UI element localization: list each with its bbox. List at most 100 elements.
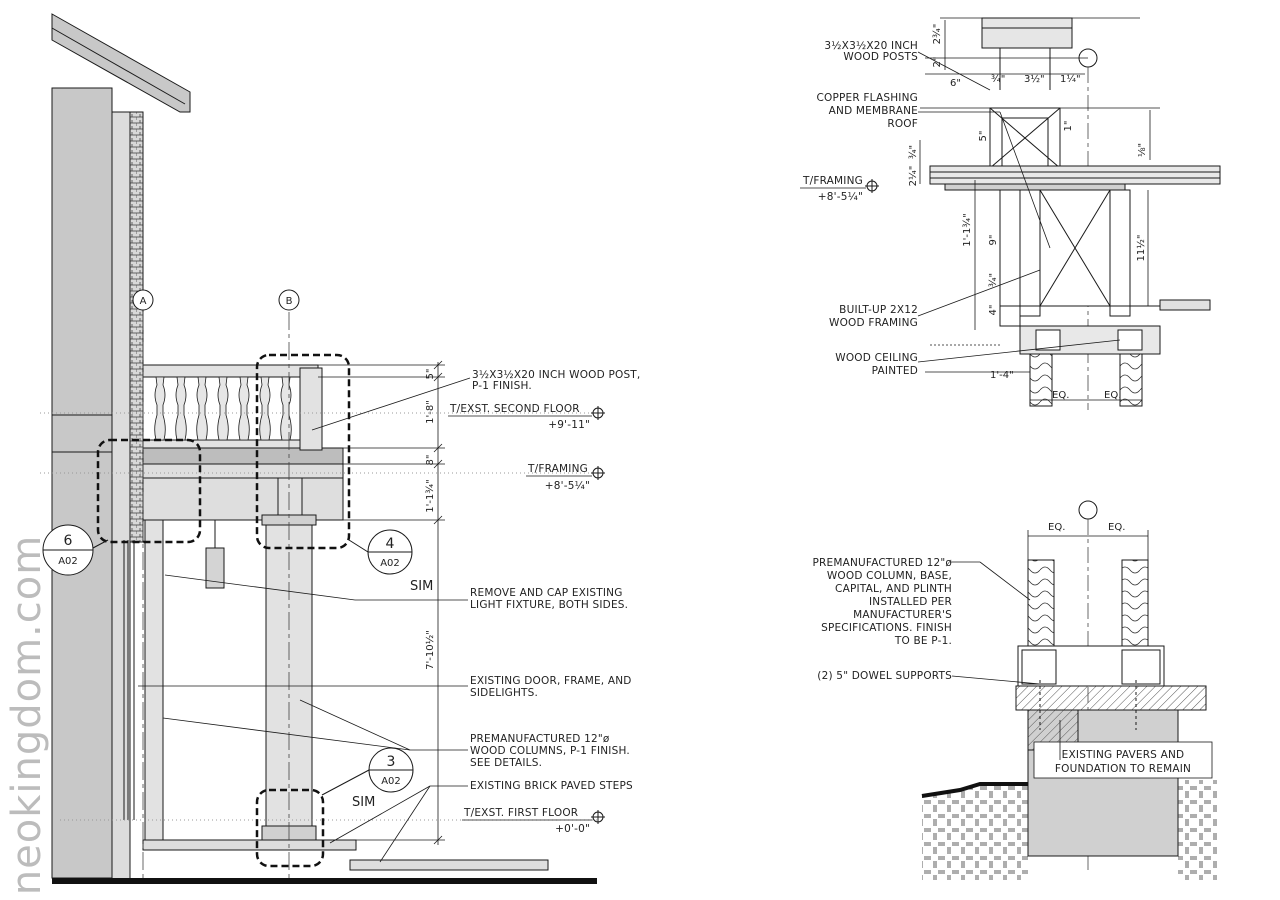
callout-4-number: 4 [386, 536, 395, 552]
dim-v-9: 9" [988, 235, 999, 246]
note-framing-line1: BUILT-UP 2X12 [839, 304, 918, 316]
baluster [175, 376, 187, 441]
front-elevation: A B 6 A02 4 A02 3 A [40, 13, 640, 884]
note-post-line1: 3½X3½X20 INCH WOOD POST, [472, 369, 640, 381]
grid-label-a: A [140, 296, 147, 307]
dim-h-3q: ¾" [991, 74, 1005, 85]
detail-boundary-6 [96, 438, 202, 544]
grid-bubble-a [132, 289, 154, 311]
callout-6-number: 6 [64, 533, 73, 549]
elevation-dimensions [318, 360, 445, 845]
note-ceiling-line1: WOOD CEILING [835, 352, 918, 364]
column-base-right [1121, 559, 1149, 647]
grid-bubble-b [278, 289, 300, 311]
dim-w-1ft4: 1'-4" [990, 370, 1014, 381]
step-lower [349, 859, 549, 871]
note-pavers-line1: EXISTING PAVERS AND [1062, 749, 1185, 761]
note-flashing-line1: COPPER FLASHING [817, 92, 919, 104]
dim-v-2-75: 2¾" [932, 24, 943, 45]
callout-4-sheet: A02 [380, 558, 400, 569]
detail-base-leaders [950, 561, 1213, 779]
callout-6-sheet: A02 [58, 556, 78, 567]
elevation-leaders [138, 377, 471, 863]
note-col-line5: MANUFACTURER'S [853, 609, 952, 621]
baluster [259, 376, 271, 441]
baluster [238, 376, 250, 441]
dim-1ft1-75in: 1'-1¾" [425, 479, 436, 512]
baluster [196, 376, 208, 441]
note-dowel-supports: (2) 5" DOWEL SUPPORTS [817, 670, 952, 682]
ground-line [52, 878, 597, 884]
note-flashing-line3: ROOF [887, 118, 918, 130]
dim-v-2: 2" [932, 57, 943, 68]
dim-h-6in: 6" [950, 78, 961, 89]
sim-label-upper: SIM [410, 579, 433, 594]
dim-v-1: 1" [1063, 121, 1074, 132]
callout-6[interactable]: 6 A02 [42, 524, 109, 576]
wood-post [299, 367, 323, 451]
balusters [154, 376, 292, 441]
column-left [144, 519, 164, 841]
level-first-floor-value: +0'-0" [555, 823, 590, 835]
level-framing-value: +8'-5¼" [545, 480, 590, 492]
level-first-floor-label: T/EXST. FIRST FLOOR [463, 807, 578, 819]
dim-h-1-25: 1¼" [1060, 73, 1081, 85]
detail-beam-section: 3½X3½X20 INCH WOOD POSTS COPPER FLASHING… [800, 17, 1221, 410]
note-col-line7: TO BE P-1. [894, 635, 952, 647]
dim-h-3-5: 3½" [1024, 73, 1045, 85]
note-columns-line1: PREMANUFACTURED 12"ø [470, 733, 610, 745]
detail-top-level-value: +8'-5¼" [818, 191, 863, 203]
plinth [1017, 645, 1165, 687]
level-framing: T/FRAMING +8'-5¼" [526, 463, 605, 492]
column-top-left [1029, 353, 1053, 407]
note-brick-steps: EXISTING BRICK PAVED STEPS [470, 780, 633, 792]
callout-3-number: 3 [387, 754, 396, 770]
note-col-line3: CAPITAL, AND PLINTH [835, 583, 952, 595]
dim-5in: 5" [425, 369, 436, 380]
baluster [154, 376, 166, 441]
note-posts-line1: 3½X3½X20 INCH [824, 40, 918, 52]
ground-pavers-right [1178, 780, 1218, 880]
dim-v-11-5: 11½" [1135, 234, 1147, 261]
detail-top-level-label: T/FRAMING [802, 175, 863, 187]
base-eq-left: EQ. [1048, 522, 1065, 533]
note-columns-line2: WOOD COLUMNS, P-1 FINISH. [470, 745, 630, 757]
note-posts-line2: WOOD POSTS [843, 51, 918, 63]
dim-1ft8in: 1'-8" [425, 400, 436, 424]
note-col-line2: WOOD COLUMN, BASE, [827, 570, 952, 582]
level-first-floor: T/EXST. FIRST FLOOR +0'-0" [462, 807, 605, 835]
note-col-line6: SPECIFICATIONS. FINISH [821, 622, 952, 634]
callout-3[interactable]: 3 A02 [321, 747, 414, 796]
grid-label-b: B [286, 296, 293, 307]
note-light-line1: REMOVE AND CAP EXISTING [470, 587, 623, 599]
level-framing-label: T/FRAMING [527, 463, 588, 475]
level-second-floor-value: +9'-11" [548, 419, 590, 431]
detail-top-dimlines [919, 20, 1151, 401]
ground-pavers-left [922, 784, 1028, 880]
note-post-line2: P-1 FINISH. [472, 380, 532, 392]
dim-v-1ft1-75: 1'-1¾" [962, 213, 973, 246]
callout-4[interactable]: 4 A02 [348, 529, 413, 575]
dim-v-3q-b: ¾" [988, 273, 999, 287]
balcony-top-rail [142, 364, 319, 378]
dim-v-3q-a: ¾" [908, 145, 919, 159]
brick-pilaster [129, 111, 144, 543]
note-door-line2: SIDELIGHTS. [470, 687, 538, 699]
level-second-floor: T/EXST. SECOND FLOOR +9'-11" [448, 403, 605, 431]
dim-eq-right: EQ. [1104, 390, 1121, 401]
sim-label-lower: SIM [352, 795, 375, 810]
detail-top-level-framing: T/FRAMING +8'-5¼" [800, 175, 879, 203]
baluster [280, 376, 292, 441]
level-second-floor-label: T/EXST. SECOND FLOOR [449, 403, 580, 415]
existing-wall [51, 87, 113, 879]
paver-slab [1015, 685, 1207, 711]
detail-column-base: EQ. EQ. PREMANUFACTURED 12"ø WOOD COLUMN… [812, 500, 1218, 880]
dim-v-5: 5" [978, 131, 989, 142]
detail-boundary-4 [255, 353, 351, 550]
base-eq-right: EQ. [1108, 522, 1125, 533]
dim-7ft10-5in: 7'-10½" [424, 630, 436, 670]
note-light-line2: LIGHT FIXTURE, BOTH SIDES. [470, 599, 628, 611]
porch-beam [142, 463, 344, 521]
baluster [217, 376, 229, 441]
